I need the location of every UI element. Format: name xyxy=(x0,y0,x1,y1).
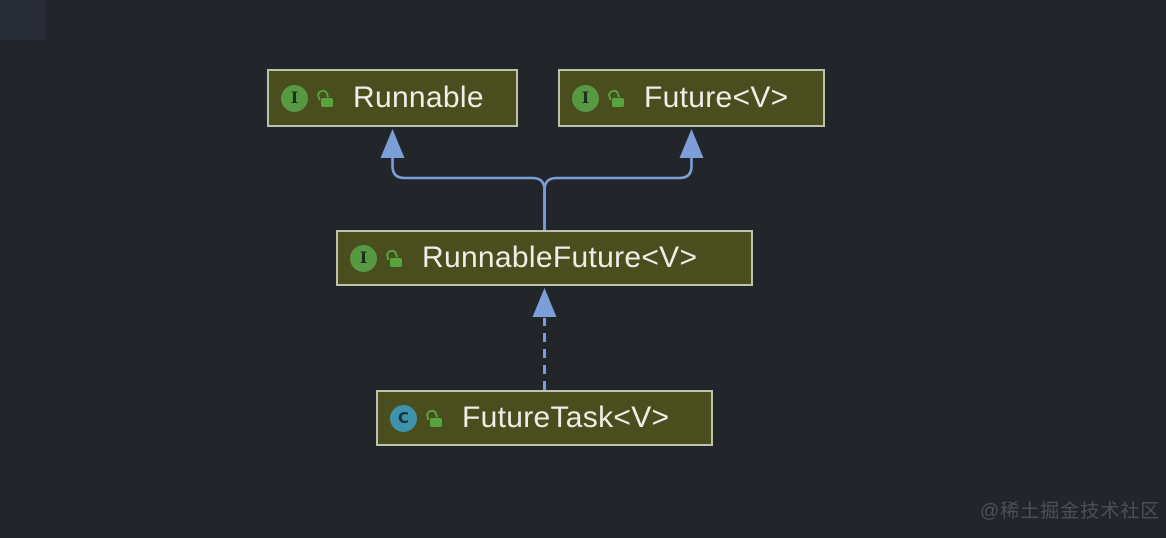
arrowhead-to-runnable xyxy=(380,129,405,158)
node-label: Future<V> xyxy=(644,81,789,114)
arrowhead-to-runnablefuture xyxy=(532,288,557,317)
interface-icon: I xyxy=(572,84,599,112)
node-label: RunnableFuture<V> xyxy=(422,241,698,274)
interface-icon: I xyxy=(281,84,308,112)
class-icon: C xyxy=(390,404,417,432)
unlocked-padlock-icon xyxy=(608,90,625,107)
watermark: @稀土掘金技术社区 xyxy=(980,501,1161,522)
unlocked-padlock-icon xyxy=(386,250,403,267)
arrowhead-to-future xyxy=(679,129,704,158)
node-label: FutureTask<V> xyxy=(462,401,670,434)
interface-icon: I xyxy=(350,244,377,272)
node-future-task[interactable]: C FutureTask<V> xyxy=(376,390,713,446)
edge-runnablefuture-to-runnable xyxy=(391,158,546,230)
node-runnable[interactable]: I Runnable xyxy=(267,69,518,127)
edge-runnablefuture-to-future xyxy=(543,158,693,230)
node-runnable-future[interactable]: I RunnableFuture<V> xyxy=(336,230,753,286)
top-left-corner-highlight xyxy=(0,0,46,40)
node-label: Runnable xyxy=(353,81,484,114)
node-future[interactable]: I Future<V> xyxy=(558,69,825,127)
unlocked-padlock-icon xyxy=(426,410,443,427)
unlocked-padlock-icon xyxy=(317,90,334,107)
